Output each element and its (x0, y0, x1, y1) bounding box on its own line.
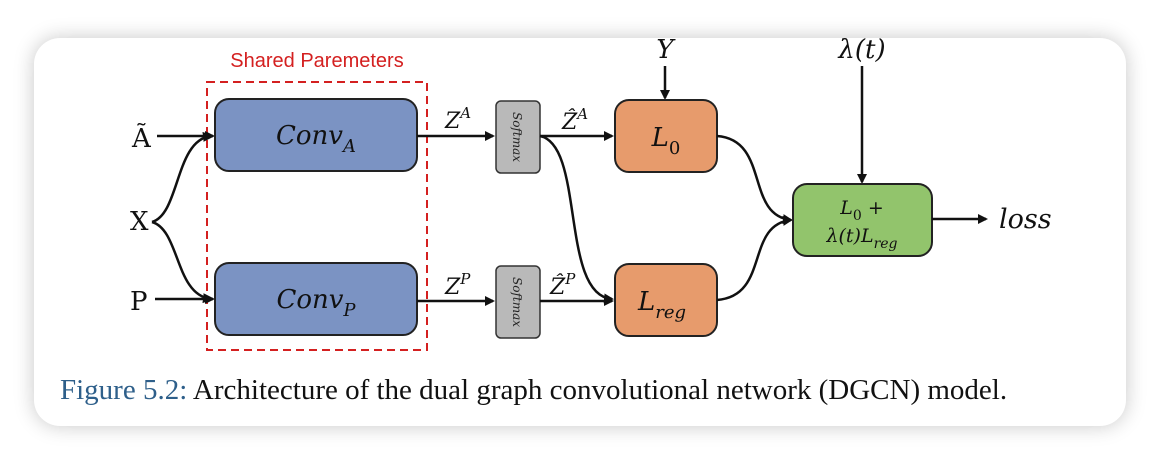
arrow-x-to-conv-p (151, 220, 213, 304)
input-p-label: P (130, 287, 148, 317)
zhat-a-label: ẐA (561, 105, 588, 135)
zhat-p-label: ẐP (549, 270, 576, 300)
arrow-x-to-conv-a (151, 131, 213, 224)
total-loss-line1: L0 + (839, 197, 884, 224)
arrow-softmax-a-to-lreg (539, 134, 614, 304)
conv-p-box (214, 262, 418, 336)
figure-caption: Figure 5.2: Architecture of the dual gra… (60, 374, 1100, 407)
caption-text: Architecture of the dual graph convoluti… (187, 374, 1008, 406)
y-label: Y (656, 35, 676, 65)
softmax-p-label: Softmax (510, 277, 524, 327)
conv-p-label: ConvP (276, 285, 356, 321)
lreg-label: Lreg (637, 287, 686, 323)
arrow-l0-to-total (716, 134, 793, 225)
conv-a-label: ConvA (276, 121, 356, 157)
total-loss-line2: λ(t)Lreg (825, 225, 897, 252)
arrow-lreg-to-total (716, 215, 793, 302)
caption-number: Figure 5.2: (60, 374, 188, 406)
loss-output-label: loss (999, 204, 1052, 235)
shared-parameters-box (206, 81, 428, 351)
lreg-box (614, 263, 718, 337)
softmax-a-label: Softmax (510, 112, 524, 162)
z-a-label: ZA (444, 104, 471, 134)
input-x-label: X (130, 207, 149, 237)
l0-label: L0 (651, 123, 681, 159)
figure-card (34, 38, 1126, 426)
lambda-t-label: λ(t) (837, 35, 885, 65)
input-a-label: Ã (131, 122, 152, 154)
shared-parameters-label: Shared Paremeters (230, 50, 403, 72)
z-p-label: ZP (444, 270, 471, 300)
